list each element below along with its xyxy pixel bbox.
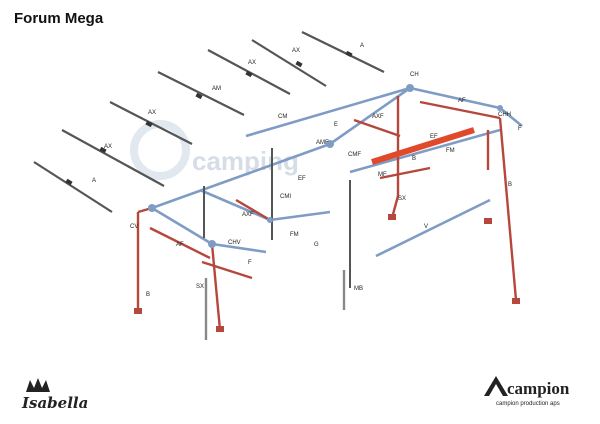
label-CHH: CHH xyxy=(498,112,511,118)
label-V: V xyxy=(424,224,428,230)
label-AM: AM xyxy=(212,86,221,92)
rafter-4 xyxy=(157,71,245,116)
label-FM: FM xyxy=(446,148,455,154)
label-E: E xyxy=(334,122,338,128)
label-CMI: CMI xyxy=(280,194,291,200)
label-FM: FM xyxy=(290,232,299,238)
rafter-7 xyxy=(33,161,113,213)
highlighted-pipe xyxy=(371,127,475,165)
isabella-crown xyxy=(26,378,50,392)
blue-frame xyxy=(151,86,523,258)
rafter-joints xyxy=(65,50,353,186)
label-AX: AX xyxy=(104,144,112,150)
feet xyxy=(134,214,520,332)
label-MF: MF xyxy=(378,172,387,178)
part-labels: A AX AX AM AX AX A CH AF CHH F CM AMF AX… xyxy=(92,43,522,298)
label-A: A xyxy=(360,43,364,49)
label-AMF: AMF xyxy=(316,140,329,146)
label-AF: AF xyxy=(458,98,466,104)
label-AXF: AXF xyxy=(372,114,384,120)
campion-logo xyxy=(484,376,508,396)
rafters xyxy=(33,31,385,213)
label-B: B xyxy=(508,182,512,188)
red-frame xyxy=(136,96,518,331)
label-B: B xyxy=(412,156,416,162)
label-AX: AX xyxy=(248,60,256,66)
label-F: F xyxy=(518,126,522,132)
uprights xyxy=(203,148,351,288)
rafter-6 xyxy=(61,129,165,187)
label-AXF: AXF xyxy=(242,212,254,218)
rafter-1 xyxy=(301,31,385,73)
campion-logo-text: campion xyxy=(507,379,570,398)
label-AX: AX xyxy=(292,48,300,54)
label-SX: SX xyxy=(196,284,204,290)
label-F: F xyxy=(248,260,252,266)
label-G: G xyxy=(314,242,319,248)
watermark-logo xyxy=(130,120,190,180)
label-CH: CH xyxy=(410,72,419,78)
label-B: B xyxy=(146,292,150,298)
label-EF: EF xyxy=(430,134,438,140)
rafter-2 xyxy=(251,39,327,87)
campion-subtitle: campion production aps xyxy=(496,401,560,407)
grey-legs xyxy=(204,270,346,340)
label-SX: SX xyxy=(398,196,406,202)
label-AX: AX xyxy=(148,110,156,116)
label-MB: MB xyxy=(354,286,363,292)
connectors xyxy=(148,84,503,248)
isabella-logo: Isabella xyxy=(22,394,89,412)
label-CV: CV xyxy=(130,224,138,230)
label-CMF: CMF xyxy=(348,152,361,158)
label-A: A xyxy=(92,178,96,184)
label-AF: AF xyxy=(176,242,184,248)
label-CM: CM xyxy=(278,114,287,120)
label-CHV: CHV xyxy=(228,240,241,246)
page-title: Forum Mega xyxy=(14,10,104,27)
label-EF: EF xyxy=(298,176,306,182)
